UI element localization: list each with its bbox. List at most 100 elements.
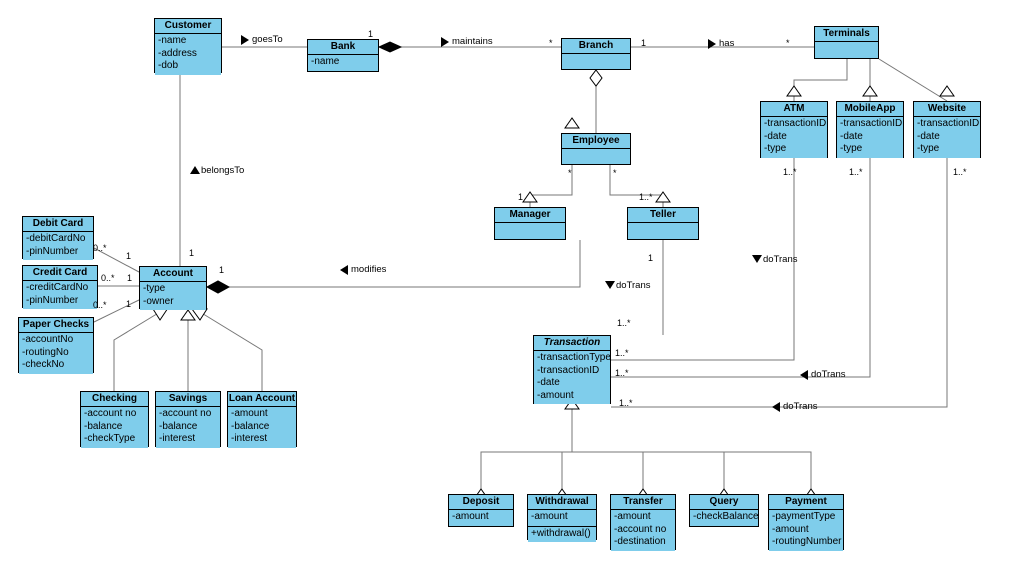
class-box-withdrawal[interactable]: Withdrawal-amount+withdrawal() <box>527 494 597 542</box>
member-savings: -interest <box>159 433 196 444</box>
member-withdrawal: +withdrawal() <box>531 527 591 539</box>
compartment-branch-0 <box>562 54 630 64</box>
member-transfer: -destination <box>614 536 666 547</box>
association-label-maintains: maintains <box>452 36 493 47</box>
member-payment: -paymentType <box>772 511 836 522</box>
class-box-bank[interactable]: Bank-name <box>307 39 379 72</box>
compartment-loanaccount-0: -amount-balance-interest <box>228 407 296 448</box>
member-transfer: -amount <box>614 511 651 522</box>
member-bank: -name <box>311 56 340 67</box>
member-transaction: -amount <box>537 389 574 401</box>
member-loanaccount: -balance <box>231 420 270 432</box>
member-papercheck: -checkNo <box>22 359 65 370</box>
member-papercheck: -routingNo <box>22 346 69 358</box>
class-box-employee[interactable]: Employee <box>561 133 631 165</box>
compartment-mobileapp-0: -transactionID-date-type <box>837 117 903 158</box>
class-box-mobileapp[interactable]: MobileApp-transactionID-date-type <box>836 101 904 158</box>
multiplicity-account-top-1: 1 <box>189 248 195 258</box>
class-name-teller: Teller <box>628 208 698 223</box>
member-creditcard: -creditCardNo <box>26 282 89 293</box>
compartment-transaction-0: -transactionType-transactionID-date-amou… <box>534 351 611 404</box>
compartment-manager-0 <box>495 223 565 233</box>
member-account: -type <box>143 283 166 294</box>
class-name-creditcard: Credit Card <box>23 266 97 281</box>
class-name-loanaccount: Loan Account <box>228 392 296 407</box>
multiplicity-trans-1star-c: 1..* <box>615 368 629 378</box>
association-label-doTrans1: doTrans <box>616 280 651 291</box>
compartment-payment-0: -paymentType-amount-routingNumber <box>769 510 843 551</box>
class-box-savings[interactable]: Savings-account no-balance-interest <box>155 391 221 448</box>
association-label-belongsTo: belongsTo <box>201 165 245 176</box>
class-box-creditcard[interactable]: Credit Card-creditCardNo-pinNumber <box>22 265 98 309</box>
multiplicity-credit-0star: 0..* <box>101 273 115 283</box>
class-box-transfer[interactable]: Transfer-amount-account no-destination <box>610 494 676 551</box>
class-name-papercheck: Paper Checks <box>19 318 93 333</box>
member-atm: -transactionID <box>764 118 827 129</box>
member-website: -date <box>917 130 940 142</box>
class-box-query[interactable]: Query-checkBalance <box>689 494 759 527</box>
member-transaction: -date <box>537 377 560 388</box>
member-customer: -address <box>158 47 197 59</box>
class-box-terminals[interactable]: Terminals <box>814 26 879 59</box>
class-box-customer[interactable]: Customer-name-address-dob <box>154 18 222 75</box>
multiplicity-check-1: 1 <box>126 299 132 309</box>
member-atm: -date <box>764 130 787 142</box>
class-name-checking: Checking <box>81 392 148 407</box>
class-box-papercheck[interactable]: Paper Checks-accountNo-routingNo-checkNo <box>18 317 94 374</box>
compartment-employee-0 <box>562 149 630 159</box>
class-name-account: Account <box>140 267 206 282</box>
class-name-debitcard: Debit Card <box>23 217 93 232</box>
class-name-withdrawal: Withdrawal <box>528 495 596 510</box>
multiplicity-debit-0star: 0..* <box>93 243 107 253</box>
compartment-teller-0 <box>628 223 698 233</box>
multiplicity-trans-1star-d: 1..* <box>619 398 633 408</box>
class-name-manager: Manager <box>495 208 565 223</box>
class-box-checking[interactable]: Checking-account no-balance-checkType <box>80 391 149 448</box>
compartment-bank-0: -name <box>308 55 378 71</box>
multiplicity-web-1star: 1..* <box>953 167 967 177</box>
member-website: -type <box>917 143 940 154</box>
class-box-loanaccount[interactable]: Loan Account-amount-balance-interest <box>227 391 297 448</box>
class-box-manager[interactable]: Manager <box>494 207 566 240</box>
member-debitcard: -pinNumber <box>26 245 79 257</box>
class-box-transaction[interactable]: Transaction-transactionType-transactionI… <box>533 335 611 404</box>
multiplicity-emp-star-r: * <box>613 168 617 178</box>
association-label-goesTo: goesTo <box>252 34 283 45</box>
class-name-terminals: Terminals <box>815 27 878 42</box>
class-name-atm: ATM <box>761 102 827 117</box>
multiplicity-trans-1star-a: 1..* <box>617 318 631 328</box>
composition-diamond-account <box>205 280 231 294</box>
association-label-doTrans3: doTrans <box>811 369 846 380</box>
compartment-deposit-0: -amount <box>449 510 513 526</box>
member-customer: -dob <box>158 60 179 71</box>
member-website: -transactionID <box>917 118 980 129</box>
class-box-website[interactable]: Website-transactionID-date-type <box>913 101 981 158</box>
direction-arrow-up-icon <box>190 166 200 174</box>
compartment-withdrawal-1: +withdrawal() <box>528 525 596 542</box>
direction-arrow-down-icon <box>752 255 762 263</box>
direction-arrow-down-icon <box>605 281 615 289</box>
class-box-deposit[interactable]: Deposit-amount <box>448 494 514 527</box>
class-box-debitcard[interactable]: Debit Card-debitCardNo-pinNumber <box>22 216 94 260</box>
association-label-doTrans2: doTrans <box>763 254 798 265</box>
class-box-teller[interactable]: Teller <box>627 207 699 240</box>
multiplicity-mobile-1star: 1..* <box>849 167 863 177</box>
member-transfer: -account no <box>614 523 667 535</box>
class-name-query: Query <box>690 495 758 510</box>
multiplicity-check-0star: 0..* <box>93 300 107 310</box>
class-name-transaction: Transaction <box>534 336 610 351</box>
class-name-transfer: Transfer <box>611 495 675 510</box>
compartment-debitcard-0: -debitCardNo-pinNumber <box>23 232 93 260</box>
association-label-doTrans4: doTrans <box>783 401 818 412</box>
direction-arrow-right-icon <box>708 39 716 49</box>
multiplicity-bank-1: 1 <box>368 29 374 39</box>
compartment-savings-0: -account no-balance-interest <box>156 407 220 448</box>
class-box-account[interactable]: Account-type-owner <box>139 266 207 310</box>
compartment-account-0: -type-owner <box>140 282 206 310</box>
multiplicity-branch-star: * <box>549 38 553 48</box>
class-box-atm[interactable]: ATM-transactionID-date-type <box>760 101 828 158</box>
class-box-payment[interactable]: Payment-paymentType-amount-routingNumber <box>768 494 844 551</box>
class-box-branch[interactable]: Branch <box>561 38 631 70</box>
compartment-terminals-0 <box>815 42 878 52</box>
